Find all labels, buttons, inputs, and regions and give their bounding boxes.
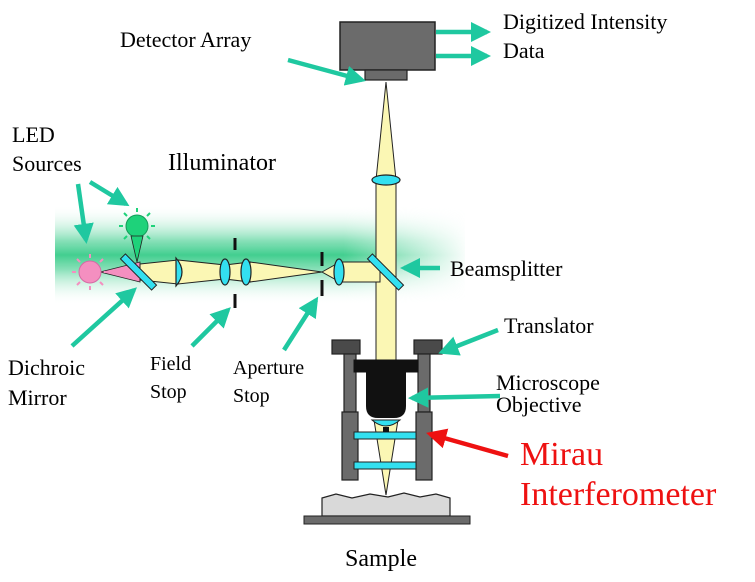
microscope-objective: [353, 359, 419, 418]
tube-lens: [371, 174, 401, 186]
label-translator: Translator: [504, 313, 594, 338]
led-pointer-arrow-1: [73, 183, 94, 245]
detector-array: [339, 21, 436, 81]
led-green-icon: [119, 208, 155, 263]
label-field-line2: Stop: [150, 381, 187, 403]
illumination-glow: [55, 205, 465, 305]
label-digitized-line1: Digitized Intensity: [503, 9, 667, 34]
label-detector-array: Detector Array: [120, 27, 251, 52]
field-stop-pointer-arrow: [190, 307, 231, 348]
field-lens-1: [219, 258, 231, 286]
collector-lens: [175, 256, 183, 288]
detector-pointer-arrow: [287, 57, 366, 86]
condenser-lens: [333, 258, 345, 286]
label-illuminator: Illuminator: [168, 150, 276, 176]
label-microscope-line1: Microscope: [496, 370, 600, 395]
label-dichroic-line2: Mirror: [8, 385, 67, 410]
led-pink-icon: [72, 254, 108, 290]
mirau-interferometer: [353, 427, 417, 470]
label-dichroic-line1: Dichroic: [8, 355, 85, 380]
mirau-pointer-arrow: [426, 428, 509, 459]
label-led-line2: Sources: [12, 151, 82, 176]
label-led-line1: LED: [12, 122, 55, 147]
beamsplitter-plate: [366, 253, 405, 291]
objective-pointer-arrow: [407, 387, 501, 408]
led-pointer-arrow-2: [88, 180, 130, 207]
translator-pointer-arrow: [438, 327, 499, 356]
aperture-stop-pointer-arrow: [282, 296, 319, 352]
vertical-beam-upper: [375, 81, 397, 181]
label-mirau-line1: Mirau: [520, 436, 603, 473]
dichroic-mirror: [119, 253, 158, 291]
label-microscope-line2: Objective: [496, 392, 582, 417]
field-lens-2: [240, 258, 252, 286]
sample-stage: [303, 492, 471, 525]
label-digitized-line2: Data: [503, 38, 545, 63]
label-sample: Sample: [345, 546, 417, 572]
label-mirau-line2: Interferometer: [520, 476, 717, 513]
label-beamsplitter: Beamsplitter: [450, 256, 563, 281]
dichroic-pointer-arrow: [70, 287, 138, 348]
arrows: [70, 21, 501, 408]
objective-front-lens: [370, 419, 402, 427]
label-field-line1: Field: [150, 353, 191, 375]
label-aperture-line1: Aperture: [233, 357, 304, 379]
label-aperture-line2: Stop: [233, 385, 270, 407]
